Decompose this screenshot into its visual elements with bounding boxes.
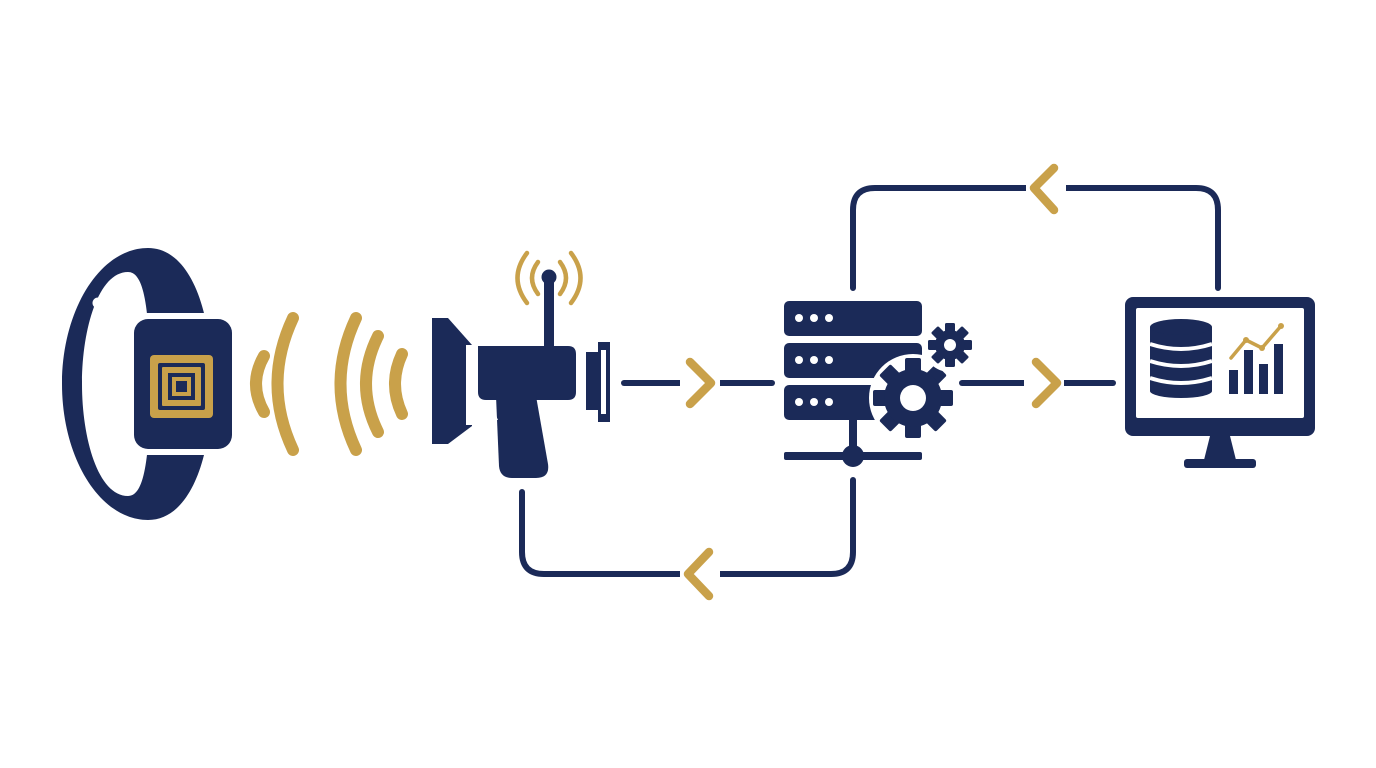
flow-connectors <box>519 185 1221 577</box>
handheld-rfid-reader-icon <box>432 250 610 478</box>
chevron-left-icon <box>1029 163 1059 215</box>
direction-chevrons <box>683 163 1062 601</box>
chevron-right-icon <box>1031 357 1062 409</box>
large-gear-icon <box>869 354 957 442</box>
connector-server-to-reader-loop <box>519 477 856 577</box>
small-gear-icon <box>923 318 977 372</box>
connector-dashboard-to-server-loop <box>850 185 1221 291</box>
strap-holes <box>85 297 104 399</box>
rfid-wristband-icon <box>62 248 238 520</box>
antenna-signal-icon <box>515 250 583 306</box>
chevron-right-icon <box>685 357 716 409</box>
database-icon <box>1149 319 1213 398</box>
radio-waves-icon <box>250 312 408 456</box>
analytics-monitor-icon <box>1125 297 1315 468</box>
network-stand <box>784 420 922 467</box>
rfid-chip-icon <box>150 355 213 418</box>
chevron-left-icon <box>683 547 714 601</box>
server-with-gears-icon <box>784 301 977 467</box>
bar-chart-icon <box>1229 323 1284 394</box>
